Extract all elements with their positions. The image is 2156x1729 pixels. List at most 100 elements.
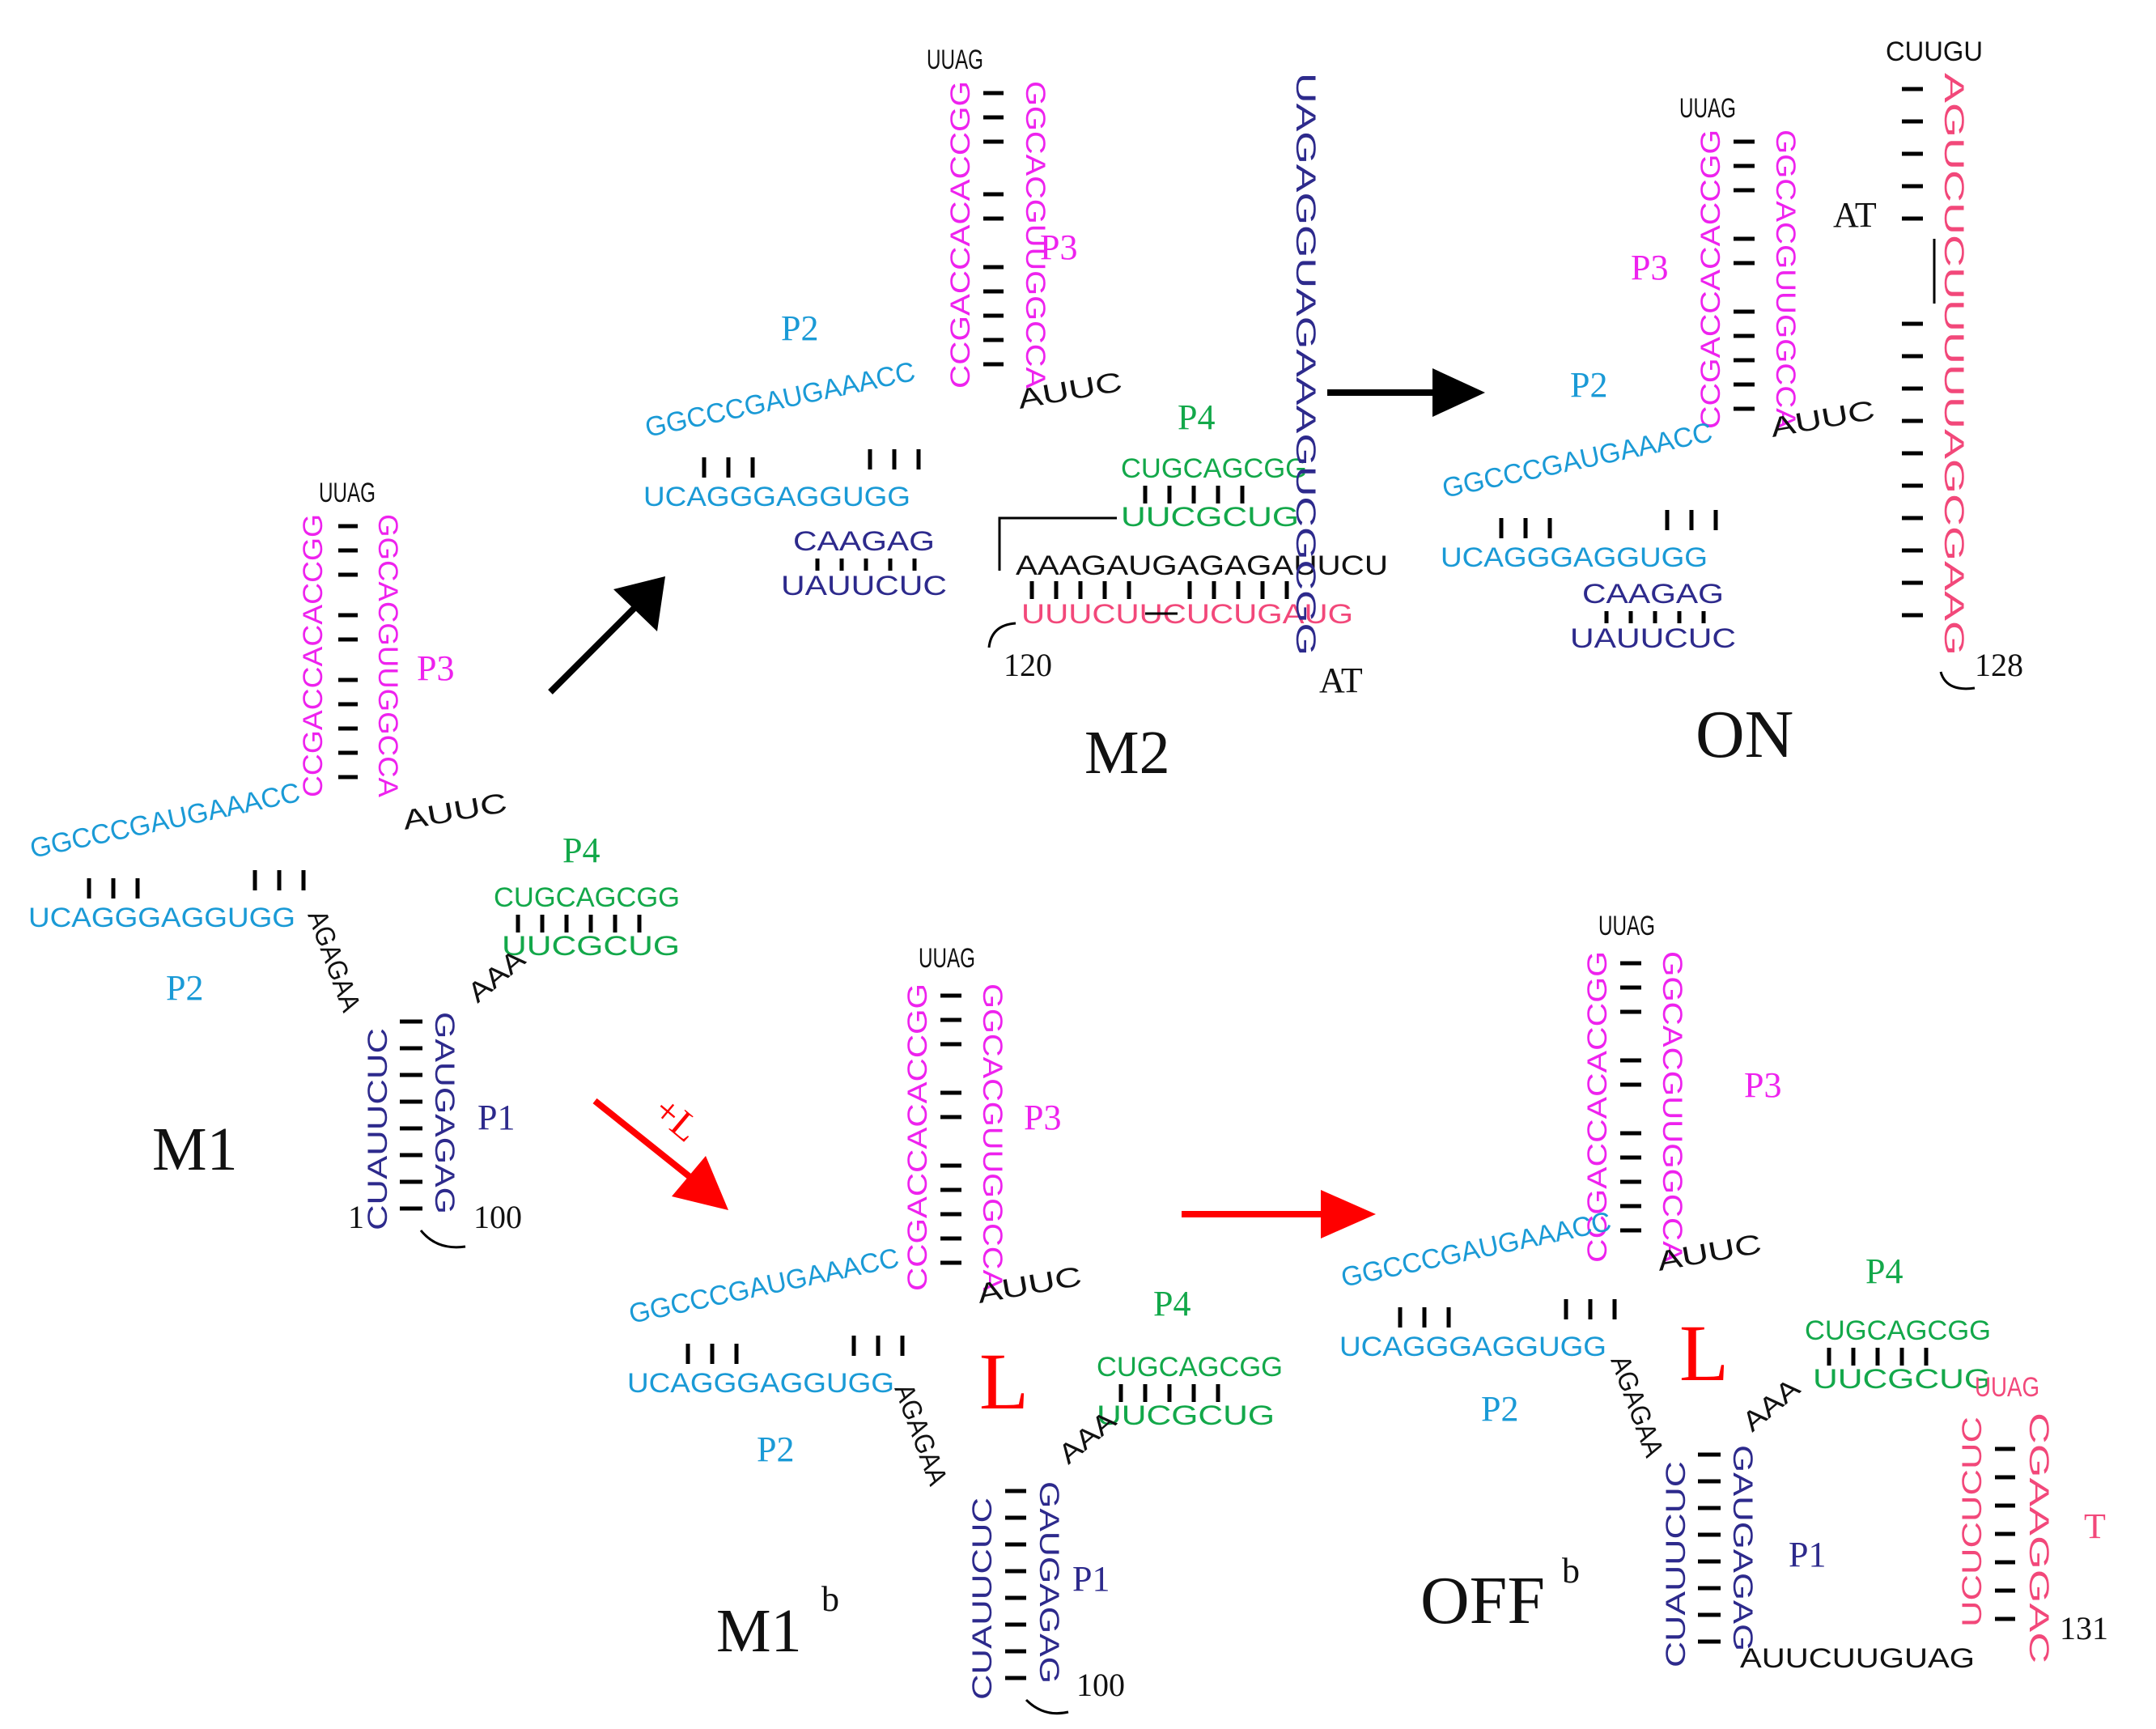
m1b-p3-label: P3 bbox=[1024, 1098, 1061, 1137]
m2-p2-loop: GGCCCGAUGAAACC bbox=[643, 356, 918, 444]
m1b-p1-3p: GAUGAGAG bbox=[1033, 1481, 1064, 1684]
m1b-title: M1 bbox=[716, 1597, 802, 1665]
m2-num: 120 bbox=[1004, 647, 1052, 683]
m1b-p4-5p: CUGCAGCGG bbox=[1097, 1352, 1283, 1383]
m2-at-top: AAAGAUGAGAGAUUCU bbox=[1016, 550, 1388, 581]
on-at-5p: UAGAGGUAGAAAGUCGCGG bbox=[1290, 73, 1321, 656]
on-p3-label: P3 bbox=[1631, 248, 1668, 287]
on-p2-loop: GGCCCGAUGAAACC bbox=[1440, 417, 1715, 504]
offb-t-3p: CGAAGGAC bbox=[2023, 1413, 2054, 1663]
m1b-superscript: b bbox=[821, 1579, 839, 1619]
m2-p3-bonds bbox=[983, 91, 1004, 367]
m2-p4-5p: CUGCAGCGG bbox=[1121, 453, 1307, 484]
m2-p2-label: P2 bbox=[781, 308, 818, 348]
on-p1-3p: UAUUCUC bbox=[1570, 623, 1736, 654]
m1-p4-5p: CUGCAGCGG bbox=[494, 882, 680, 913]
m1b-loop3: UUAG bbox=[919, 943, 975, 974]
on-p3-3p: GGCACGUUGGCCA bbox=[1770, 130, 1801, 429]
arrow-m1b-to-offb bbox=[1182, 1190, 1376, 1238]
m2-title: M2 bbox=[1084, 719, 1170, 787]
on-at-3p: AGUCUCUUUUUAGCGAAG bbox=[1938, 73, 1969, 656]
m1-p4-label: P4 bbox=[562, 831, 600, 870]
m1b-p4-3p: UUCGCUG bbox=[1097, 1400, 1275, 1431]
m1b-p4-label: P4 bbox=[1153, 1284, 1190, 1323]
m1b-p1-label: P1 bbox=[1072, 1559, 1110, 1599]
offb-p4-5p: CUGCAGCGG bbox=[1805, 1315, 1991, 1346]
offb-p2-label: P2 bbox=[1481, 1389, 1518, 1429]
offb-t-5p: UCUCUCUC bbox=[1957, 1417, 1988, 1627]
m1b-ligand: L bbox=[979, 1336, 1029, 1426]
m1-p3-loop: UUAG bbox=[319, 478, 376, 508]
m1b-p2-loop: GGCCCGAUGAAACC bbox=[626, 1243, 902, 1330]
offb-t-label: T bbox=[2084, 1506, 2106, 1546]
offb-ligand: L bbox=[1679, 1308, 1729, 1398]
m1-p3-5p: CCGACCACACCGG bbox=[298, 514, 329, 797]
m1b-p1-5p: CUAUUCUC bbox=[967, 1497, 998, 1700]
offb-loop3: UUAG bbox=[1598, 911, 1655, 941]
m1b-end: 100 bbox=[1076, 1667, 1125, 1703]
m1-p3-3p: GGCACGUUGGCCA bbox=[372, 514, 403, 797]
offb-p3-label: P3 bbox=[1744, 1065, 1781, 1105]
offb-p1-label: P1 bbox=[1789, 1535, 1826, 1574]
m2-p1-3p: UAUUCUC bbox=[781, 571, 947, 601]
on-at-label: AT bbox=[1833, 195, 1877, 235]
m1-p2-label: P2 bbox=[166, 968, 203, 1008]
m2-p4-label: P4 bbox=[1178, 397, 1215, 437]
offb-p4-3p: UUCGCUG bbox=[1813, 1364, 1991, 1395]
offb-t-loop: UUAG bbox=[1975, 1372, 2039, 1403]
m2-at-label: AT bbox=[1319, 661, 1363, 700]
arrow-m2-to-on bbox=[1327, 368, 1485, 417]
offb-p2-lower: UCAGGGAGGUGG bbox=[1339, 1332, 1606, 1362]
on-p3-5p: CCGACCACACCGG bbox=[1696, 130, 1726, 429]
on-at-bonds bbox=[1902, 87, 1923, 618]
on-p2-lower: UCAGGGAGGUGG bbox=[1441, 542, 1708, 573]
m1-p1-label: P1 bbox=[477, 1098, 515, 1137]
m1b-p2-lower: UCAGGGAGGUGG bbox=[627, 1368, 894, 1399]
m1-p3-label: P3 bbox=[417, 648, 454, 688]
m2-p3-label: P3 bbox=[1040, 227, 1077, 267]
m1-j12: AGAGAA bbox=[301, 907, 366, 1016]
offb-j41: AAA bbox=[1737, 1372, 1806, 1438]
m1-p1-3p: GAUGAGAG bbox=[429, 1012, 460, 1214]
state-m2: UUAG CCGACCACACCGG GGCACGUUGGCCA P3 AUUC… bbox=[643, 45, 1388, 787]
offb-tail: AUUCUUGUAG bbox=[1740, 1643, 1975, 1674]
arrow-m1-to-m2 bbox=[548, 576, 665, 695]
m2-p1-5p: CAAGAG bbox=[793, 526, 935, 557]
m2-loop3: UUAG bbox=[927, 45, 983, 75]
offb-superscript: b bbox=[1562, 1551, 1580, 1591]
offb-p3-3p: GGCACGUUGGCCA bbox=[1657, 951, 1687, 1263]
m2-at-bottom: UUUCUUCUCUGAUG bbox=[1021, 599, 1353, 630]
m1b-p2-label: P2 bbox=[757, 1430, 794, 1469]
m2-p3-5p: CCGACCACACCGG bbox=[945, 81, 976, 389]
m1-p3-bonds bbox=[338, 524, 358, 780]
m1b-p3-5p: CCGACCACACCGG bbox=[902, 983, 933, 1291]
on-at-loop: CUUGU bbox=[1886, 36, 1983, 67]
offb-p2-loop: GGCCCGAUGAAACC bbox=[1339, 1206, 1614, 1294]
m1-start: 1 bbox=[348, 1199, 364, 1235]
m1-p1-5p: CUAUUCUC bbox=[363, 1028, 393, 1230]
m1-loop3: UUAG bbox=[319, 478, 376, 508]
state-m1b: UUAG CCGACCACACCGG GGCACGUUGGCCA P3 AUUC… bbox=[626, 943, 1283, 1715]
offb-end: 131 bbox=[2060, 1610, 2108, 1646]
ligand-add-label: +L bbox=[645, 1088, 707, 1150]
m1b-p3-3p: GGCACGUUGGCCA bbox=[977, 983, 1008, 1291]
m2-p4-3p: UUCGCUG bbox=[1121, 502, 1299, 533]
offb-j12: AGAGAA bbox=[1604, 1352, 1669, 1461]
m1-end: 100 bbox=[473, 1199, 522, 1235]
offb-p3-5p: CCGACCACACCGG bbox=[1582, 951, 1613, 1263]
m1-p2-loop: GGCCCGAUGAAACC bbox=[28, 777, 303, 864]
offb-p1-3p: GAUGAGAG bbox=[1727, 1445, 1758, 1651]
state-on: UUAG CCGACCACACCGG GGCACGUUGGCCA P3 AUUC… bbox=[1290, 36, 2023, 772]
m1-p1: AGAGAA CUAUUCUC GAUGAGAG bbox=[301, 907, 460, 1230]
m1-p4-3p: UUCGCUG bbox=[502, 931, 680, 962]
on-p2-label: P2 bbox=[1570, 365, 1607, 405]
offb-p1-5p: CUAUUCUC bbox=[1661, 1461, 1691, 1667]
m1-p2: GGCCCGAUGAAACC UCAGGGAGGUGG bbox=[28, 777, 306, 933]
m2-p3-3p: GGCACGUUGGCCA bbox=[1020, 81, 1050, 389]
m2-connector bbox=[998, 516, 1117, 571]
state-m1: UUAG CCGACCACACCGG GGCACGUUGGCCA P3 AUUC… bbox=[28, 478, 680, 1249]
m1-j34: AUUC bbox=[401, 788, 510, 836]
m1b-j12: AGAGAA bbox=[888, 1380, 953, 1489]
offb-title: OFF bbox=[1420, 1563, 1545, 1638]
state-offb: UUAG CCGACCACACCGG GGCACGUUGGCCA P3 AUUC… bbox=[1339, 911, 2108, 1674]
